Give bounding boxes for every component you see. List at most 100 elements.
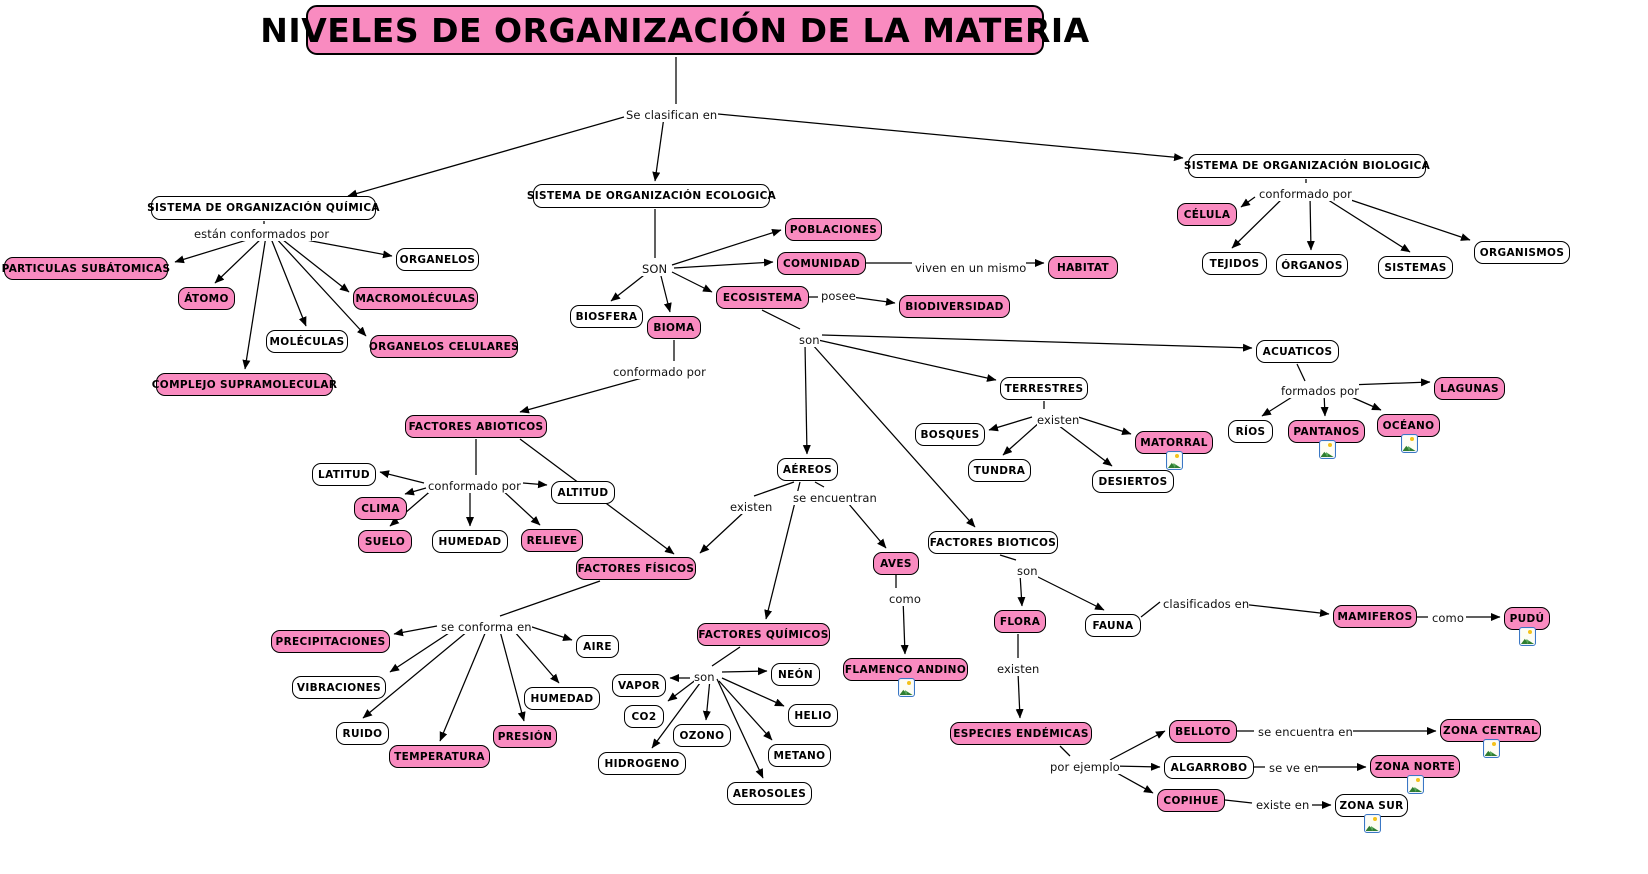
- image-thumbnail-icon[interactable]: [1166, 451, 1183, 470]
- image-thumbnail-icon[interactable]: [1482, 739, 1500, 758]
- edge-l_se_conforma-to-presion: [499, 630, 526, 722]
- node-celula[interactable]: CÉLULA: [1177, 203, 1237, 226]
- node-metano[interactable]: METANO: [768, 744, 831, 767]
- node-factores_bioticos[interactable]: FACTORES BIOTICOS: [928, 531, 1058, 554]
- node-comunidad[interactable]: COMUNIDAD: [777, 252, 866, 275]
- node-zona_norte[interactable]: ZONA NORTE: [1370, 755, 1460, 778]
- node-sis_ecologica[interactable]: SISTEMA DE ORGANIZACIÓN ECOLOGICA: [527, 184, 776, 208]
- node-humedad1[interactable]: HUMEDAD: [432, 530, 508, 553]
- node-biosfera[interactable]: BIOSFERA: [570, 305, 643, 328]
- node-vibraciones[interactable]: VIBRACIONES: [292, 676, 386, 699]
- node-relieve[interactable]: RELIEVE: [521, 529, 583, 552]
- node-mamiferos[interactable]: MAMIFEROS: [1333, 605, 1417, 628]
- image-thumbnail-icon[interactable]: [1363, 814, 1381, 833]
- node-biodiversidad[interactable]: BIODIVERSIDAD: [899, 295, 1010, 318]
- node-altitud[interactable]: ALTITUD: [551, 481, 615, 504]
- node-moleculas[interactable]: MOLÉCULAS: [266, 330, 348, 353]
- node-label-moleculas: MOLÉCULAS: [269, 335, 345, 348]
- edge-ecosistema-to-l_son_eco2: [761, 309, 801, 330]
- image-thumbnail-icon[interactable]: [1318, 440, 1336, 459]
- node-aves[interactable]: AVES: [873, 552, 919, 575]
- node-presion[interactable]: PRESIÓN: [493, 725, 557, 748]
- node-bioma[interactable]: BIOMA: [647, 316, 701, 339]
- node-sistemas[interactable]: SISTEMAS: [1378, 256, 1453, 279]
- node-bosques[interactable]: BOSQUES: [915, 423, 985, 446]
- edge-l_son_quim-to-helio: [721, 677, 785, 707]
- node-label-neon: NEÓN: [777, 668, 814, 681]
- node-latitud[interactable]: LATITUD: [312, 463, 376, 486]
- node-hidrogeno[interactable]: HIDROGENO: [598, 752, 686, 775]
- node-label-fauna: FAUNA: [1092, 619, 1134, 632]
- node-tundra[interactable]: TUNDRA: [968, 459, 1031, 482]
- node-aerosoles[interactable]: AEROSOLES: [727, 782, 812, 805]
- edge-especies-to-l_por_ejemplo: [1059, 745, 1071, 757]
- node-organos[interactable]: ÓRGANOS: [1276, 254, 1348, 277]
- node-algarrobo[interactable]: ALGARROBO: [1164, 756, 1254, 779]
- node-sis_biologica[interactable]: SISTEMA DE ORGANIZACIÓN BIOLOGICA: [1184, 154, 1430, 178]
- node-pudu[interactable]: PUDÚ: [1504, 607, 1550, 630]
- node-especies[interactable]: ESPECIES ENDÉMICAS: [950, 722, 1092, 745]
- node-temperatura[interactable]: TEMPERATURA: [389, 745, 490, 768]
- node-aereos[interactable]: AÉREOS: [777, 458, 838, 481]
- edge-acuaticos-to-l_formados: [1296, 363, 1306, 382]
- image-thumbnail-icon[interactable]: [1407, 775, 1424, 794]
- node-label-zona_norte: ZONA NORTE: [1374, 760, 1456, 773]
- node-label-habitat: HABITAT: [1056, 261, 1110, 274]
- node-organismos[interactable]: ORGANISMOS: [1474, 241, 1570, 264]
- node-lagunas[interactable]: LAGUNAS: [1434, 377, 1505, 400]
- edge-l_conformado_b-to-celula: [1240, 196, 1256, 208]
- image-thumbnail-icon[interactable]: [1400, 434, 1418, 453]
- image-thumbnail-icon[interactable]: [897, 678, 915, 697]
- node-poblaciones[interactable]: POBLACIONES: [785, 218, 882, 241]
- node-co2[interactable]: CO2: [624, 705, 664, 728]
- node-organelos_cel[interactable]: ORGANELOS CELULARES: [369, 335, 519, 358]
- node-terrestres[interactable]: TERRESTRES: [1000, 377, 1088, 400]
- edge-l_conformado_2-to-clima: [404, 487, 427, 496]
- node-clima[interactable]: CLIMA: [354, 497, 407, 520]
- node-vapor[interactable]: VAPOR: [612, 674, 666, 697]
- node-ecosistema[interactable]: ECOSISTEMA: [716, 286, 809, 309]
- node-flamenco[interactable]: FLAMENCO ANDINO: [843, 658, 968, 681]
- node-sis_quimica[interactable]: SISTEMA DE ORGANIZACIÓN QUÍMICA: [147, 196, 380, 220]
- node-neon[interactable]: NEÓN: [771, 663, 820, 686]
- node-label-ozono: OZONO: [679, 729, 725, 742]
- node-label-altitud: ALTITUD: [557, 486, 609, 499]
- node-tejidos[interactable]: TEJIDOS: [1202, 252, 1267, 275]
- node-particulas[interactable]: PARTICULAS SUBÁTOMICAS: [2, 257, 170, 280]
- link-label-l_conformado_b: conformado por: [1259, 187, 1352, 201]
- node-macromoleculas[interactable]: MACROMOLÉCULAS: [353, 287, 478, 310]
- node-factores_quimicos[interactable]: FACTORES QUÍMICOS: [697, 623, 830, 646]
- node-flora[interactable]: FLORA: [994, 610, 1046, 633]
- node-complejo[interactable]: COMPLEJO SUPRAMOLECULAR: [152, 373, 337, 396]
- edge-l_conformados-to-moleculas: [269, 235, 307, 327]
- node-ozono[interactable]: OZONO: [673, 724, 731, 747]
- node-factores_fisicos[interactable]: FACTORES FÍSICOS: [576, 557, 696, 580]
- edge-l_posee-to-biodiversidad: [851, 296, 896, 306]
- node-atomo[interactable]: ÁTOMO: [178, 287, 235, 310]
- node-precipitaciones[interactable]: PRECIPITACIONES: [271, 630, 390, 653]
- node-zona_sur[interactable]: ZONA SUR: [1335, 794, 1408, 817]
- edge-l_formados-to-lagunas: [1347, 378, 1431, 387]
- node-acuaticos[interactable]: ACUATICOS: [1256, 340, 1339, 363]
- node-copihue[interactable]: COPIHUE: [1157, 789, 1225, 812]
- image-thumbnail-icon[interactable]: [1519, 627, 1536, 646]
- node-rios[interactable]: RÍOS: [1228, 420, 1273, 443]
- node-habitat[interactable]: HABITAT: [1048, 256, 1118, 279]
- node-label-factores_abioticos: FACTORES ABIOTICOS: [408, 420, 544, 433]
- node-ruido[interactable]: RUIDO: [336, 722, 389, 745]
- node-factores_abioticos[interactable]: FACTORES ABIOTICOS: [405, 415, 547, 438]
- link-label-l_por_ejemplo: por ejemplo: [1050, 760, 1120, 774]
- node-zona_central[interactable]: ZONA CENTRAL: [1440, 719, 1541, 742]
- node-organelos[interactable]: ORGANELOS: [396, 248, 479, 271]
- node-belloto[interactable]: BELLOTO: [1169, 720, 1237, 743]
- edge-l_conformados-to-complejo: [242, 235, 267, 370]
- link-label-l_posee: posee: [821, 289, 856, 303]
- node-helio[interactable]: HELIO: [788, 704, 838, 727]
- node-humedad2[interactable]: HUMEDAD: [524, 687, 600, 710]
- node-aire[interactable]: AIRE: [576, 635, 619, 658]
- node-fauna[interactable]: FAUNA: [1085, 614, 1141, 637]
- node-suelo[interactable]: SUELO: [358, 530, 412, 553]
- node-desiertos[interactable]: DESIERTOS: [1092, 470, 1174, 493]
- edge-l_existen_a-to-factores_fisicos: [699, 511, 745, 554]
